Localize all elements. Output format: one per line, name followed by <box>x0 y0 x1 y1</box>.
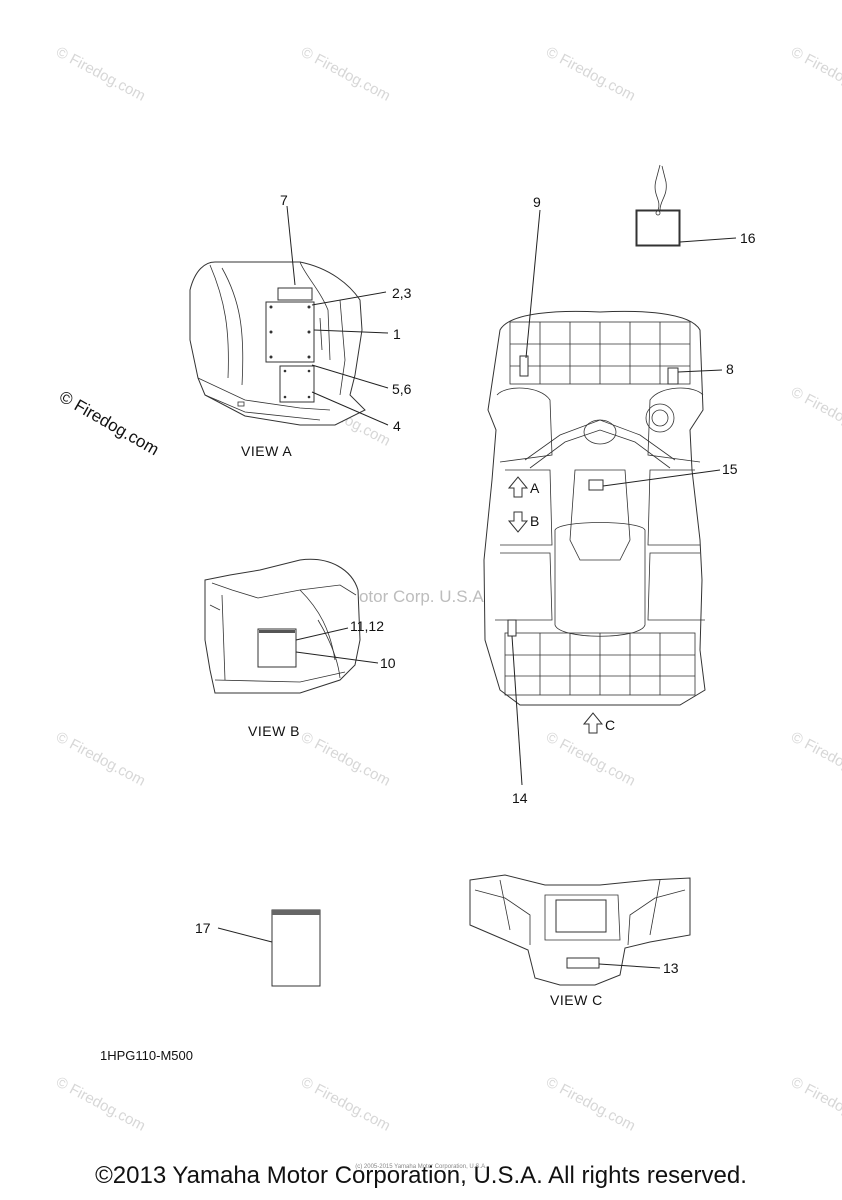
label-8 <box>667 367 679 385</box>
watermark: © Firedog.com <box>298 729 393 790</box>
arrow-letter-a: A <box>530 480 540 496</box>
side-watermark: © Firedog.com <box>56 387 162 459</box>
watermark: © Firedog.com <box>788 1074 842 1135</box>
atv-top-view <box>483 310 706 706</box>
callout-9: 9 <box>533 194 541 210</box>
watermark: © Firedog.com <box>53 1074 148 1135</box>
hang-tag-16 <box>635 164 681 247</box>
label-14 <box>507 619 517 637</box>
callout-16: 16 <box>740 230 756 246</box>
label-7 <box>277 287 313 301</box>
watermark: © Firedog.com <box>298 1074 393 1135</box>
callout-4: 4 <box>393 418 401 434</box>
copyright-footer: ©2013 Yamaha Motor Corporation, U.S.A. A… <box>95 1162 747 1189</box>
arrow-letter-b: B <box>530 513 539 529</box>
callout-13: 13 <box>663 960 679 976</box>
callout-11-12: 11,12 <box>350 618 384 634</box>
watermark: © Firedog.com <box>788 44 842 105</box>
view-a-arrow <box>507 476 529 498</box>
view-b-label: VIEW B <box>248 723 300 739</box>
fine-print: (c) 2005-2015 Yamaha Motor Corporation, … <box>355 1164 487 1170</box>
part-code: 1HPG110-M500 <box>100 1048 193 1063</box>
view-c-panel <box>469 874 691 986</box>
view-b-fender <box>204 558 361 694</box>
label-10 <box>257 628 297 668</box>
callout-14: 14 <box>512 790 528 806</box>
view-b-arrow <box>507 511 529 533</box>
watermark: © Firedog.com <box>543 44 638 105</box>
view-a-label: VIEW A <box>241 443 292 459</box>
callout-2-3: 2,3 <box>392 285 412 301</box>
label-1 <box>265 301 315 363</box>
view-c-arrow <box>582 712 604 734</box>
callout-1: 1 <box>393 326 401 342</box>
watermark: © Firedog.com <box>788 729 842 790</box>
watermark: © Firedog.com <box>53 729 148 790</box>
watermark: © Firedog.com <box>543 1074 638 1135</box>
card-17 <box>271 909 321 987</box>
watermark: © Firedog.com <box>543 729 638 790</box>
callout-5-6: 5,6 <box>392 381 412 397</box>
callout-15: 15 <box>722 461 738 477</box>
view-c-label: VIEW C <box>550 992 603 1008</box>
callout-10: 10 <box>380 655 396 671</box>
watermark: © Firedog.com <box>788 384 842 445</box>
watermark: © Firedog.com <box>53 44 148 105</box>
label-15 <box>588 479 604 491</box>
callout-7: 7 <box>280 192 288 208</box>
view-a-fender <box>189 261 366 426</box>
callout-17: 17 <box>195 920 211 936</box>
watermark: © Firedog.com <box>298 44 393 105</box>
label-13 <box>566 957 600 969</box>
callout-8: 8 <box>726 361 734 377</box>
arrow-letter-c: C <box>605 717 615 733</box>
